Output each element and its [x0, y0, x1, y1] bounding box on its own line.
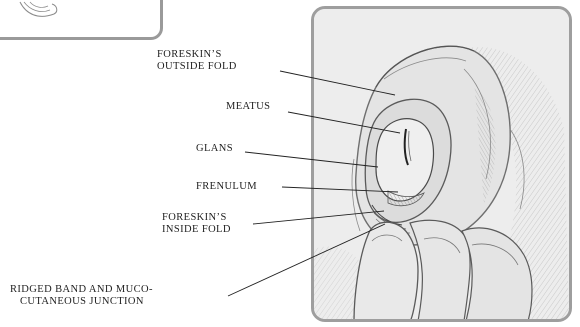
label-foreskin-outside-fold: FORESKIN’S OUTSIDE FOLD: [157, 49, 237, 73]
leader-frenulum: [282, 187, 398, 192]
label-foreskin-outside-fold-line1: FORESKIN’S: [157, 49, 237, 61]
label-foreskin-outside-fold-line2: OUTSIDE FOLD: [157, 61, 237, 73]
label-frenulum-text: FRENULUM: [196, 181, 257, 193]
label-foreskin-inside-fold-line2: INSIDE FOLD: [162, 224, 231, 236]
label-glans-text: GLANS: [196, 143, 233, 155]
leader-ridged-band: [228, 224, 385, 296]
label-ridged-band: RIDGED BAND AND MUCO- CUTANEOUS JUNCTION: [10, 284, 153, 308]
label-ridged-band-line2: CUTANEOUS JUNCTION: [10, 296, 153, 308]
label-frenulum: FRENULUM: [196, 181, 257, 193]
label-meatus: MEATUS: [226, 101, 270, 113]
label-glans: GLANS: [196, 143, 233, 155]
leader-foreskin-outside-fold: [280, 71, 395, 95]
leader-glans: [245, 152, 378, 167]
label-ridged-band-line1: RIDGED BAND AND MUCO-: [10, 284, 153, 296]
label-meatus-text: MEATUS: [226, 101, 270, 113]
leader-foreskin-inside-fold: [253, 211, 384, 224]
label-foreskin-inside-fold: FORESKIN’S INSIDE FOLD: [162, 212, 231, 236]
leader-meatus: [288, 112, 400, 133]
label-foreskin-inside-fold-line1: FORESKIN’S: [162, 212, 231, 224]
